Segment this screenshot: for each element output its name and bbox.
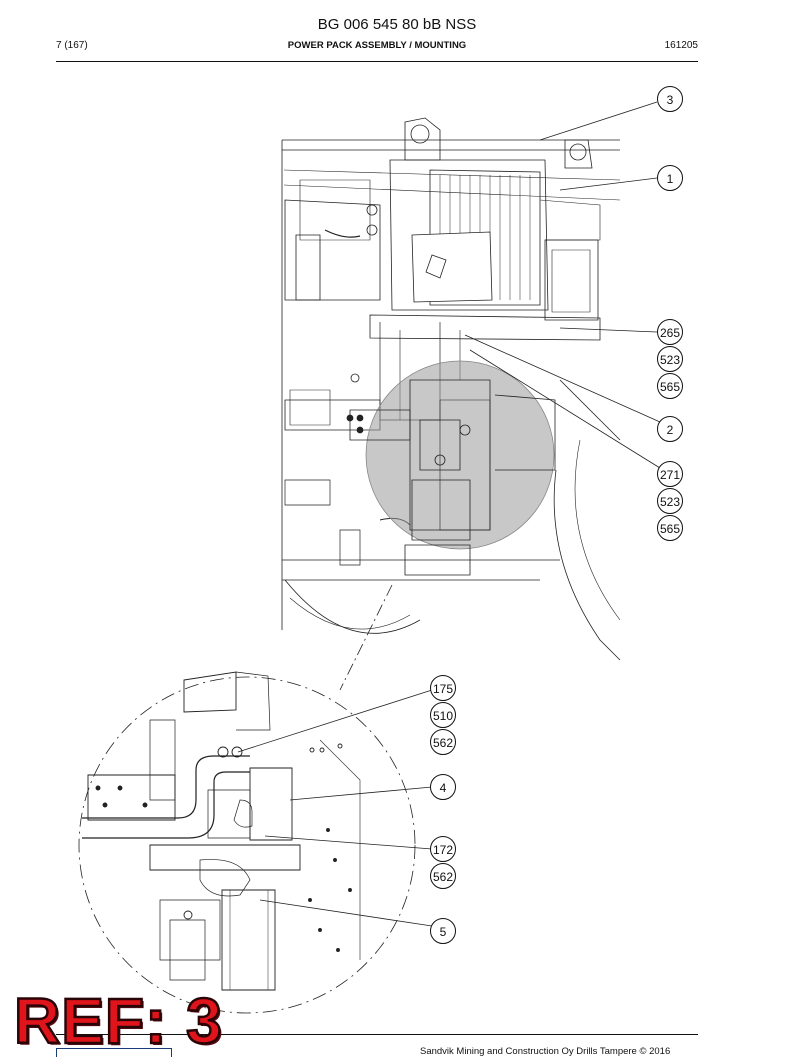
callout-1[interactable]: 1 — [657, 165, 683, 191]
callout-523-lower[interactable]: 523 — [657, 488, 683, 514]
header-row: 7 (167) POWER PACK ASSEMBLY / MOUNTING 1… — [56, 40, 698, 54]
callout-562-lower[interactable]: 562 — [430, 863, 456, 889]
callout-3[interactable]: 3 — [657, 86, 683, 112]
footer-rule — [56, 1034, 698, 1035]
detail-view — [82, 671, 361, 991]
header-date: 161205 — [664, 40, 698, 51]
callout-175[interactable]: 175 — [430, 675, 456, 701]
callout-562-upper[interactable]: 562 — [430, 729, 456, 755]
callout-510[interactable]: 510 — [430, 702, 456, 728]
header-rule — [56, 61, 698, 62]
callout-523-upper[interactable]: 523 — [657, 346, 683, 372]
leader-lines — [237, 101, 661, 927]
section-title: POWER PACK ASSEMBLY / MOUNTING — [287, 40, 467, 51]
callout-172[interactable]: 172 — [430, 836, 456, 862]
callout-4[interactable]: 4 — [430, 774, 456, 800]
page-number: 7 (167) — [56, 40, 88, 51]
ref-stamp: REF: 3 — [13, 984, 223, 1058]
document-number: BG 006 545 80 bB NSS — [317, 16, 477, 33]
callout-565-lower[interactable]: 565 — [657, 515, 683, 541]
callout-2[interactable]: 2 — [657, 416, 683, 442]
callout-265[interactable]: 265 — [657, 319, 683, 345]
detail-circle — [78, 676, 416, 1014]
callout-271[interactable]: 271 — [657, 461, 683, 487]
detail-leader — [339, 584, 393, 691]
footer-copyright: Sandvik Mining and Construction Oy Drill… — [420, 1046, 671, 1057]
callout-565-upper[interactable]: 565 — [657, 373, 683, 399]
callout-5[interactable]: 5 — [430, 918, 456, 944]
pump-group — [346, 379, 556, 576]
